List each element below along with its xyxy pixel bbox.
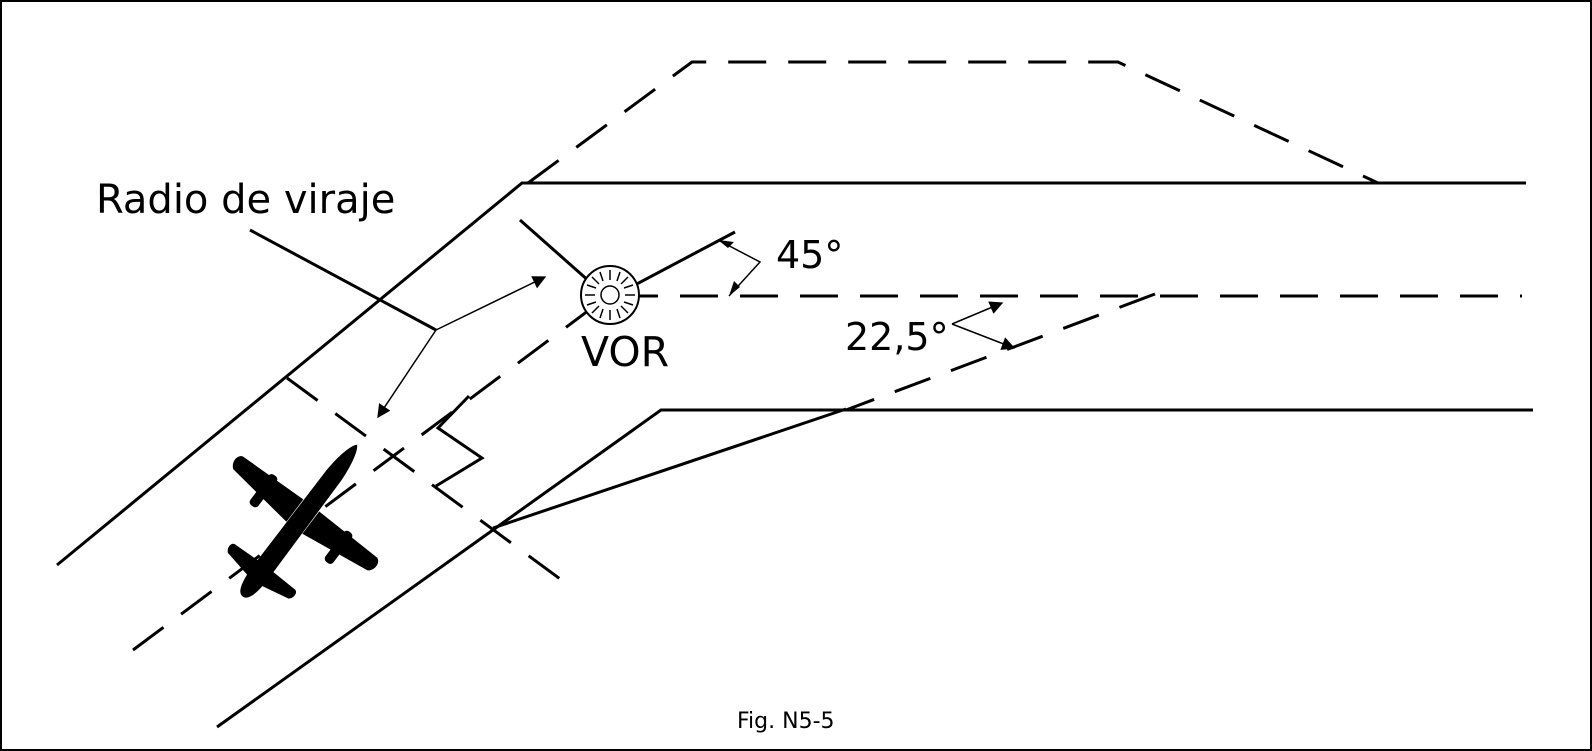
turn-radius-label: Radio de viraje (96, 177, 395, 223)
turn-radius-arrow-up (435, 276, 547, 331)
splay-22-5-line (845, 292, 1156, 412)
track-zigzag (435, 394, 485, 488)
vor-approach-line (519, 218, 591, 284)
splay-line (492, 407, 847, 530)
upper-primary-boundary (56, 181, 1526, 567)
vor-station-icon (580, 265, 640, 325)
angle-22-5-label: 22,5° (845, 315, 949, 359)
aircraft-silhouette-icon (227, 444, 379, 599)
inbound-track (132, 294, 609, 652)
figure-caption: Fig. N5-5 (737, 709, 835, 734)
angle-22-5-arrow-bottom (951, 323, 1016, 350)
turn-radius-arrow-down (377, 329, 437, 419)
angle-45-label: 45° (776, 233, 843, 277)
angle-45-arrowhead-top (718, 240, 734, 248)
turn-radius-leader (249, 228, 437, 332)
vor-label: VOR (581, 328, 669, 376)
angle-45-arrowhead-bottom (729, 281, 740, 296)
angle-22-5-arrow-top (951, 301, 1004, 325)
secondary-area-boundary (527, 60, 1379, 185)
angle-45-indicator (717, 239, 762, 297)
lower-primary-boundary (216, 408, 1533, 729)
